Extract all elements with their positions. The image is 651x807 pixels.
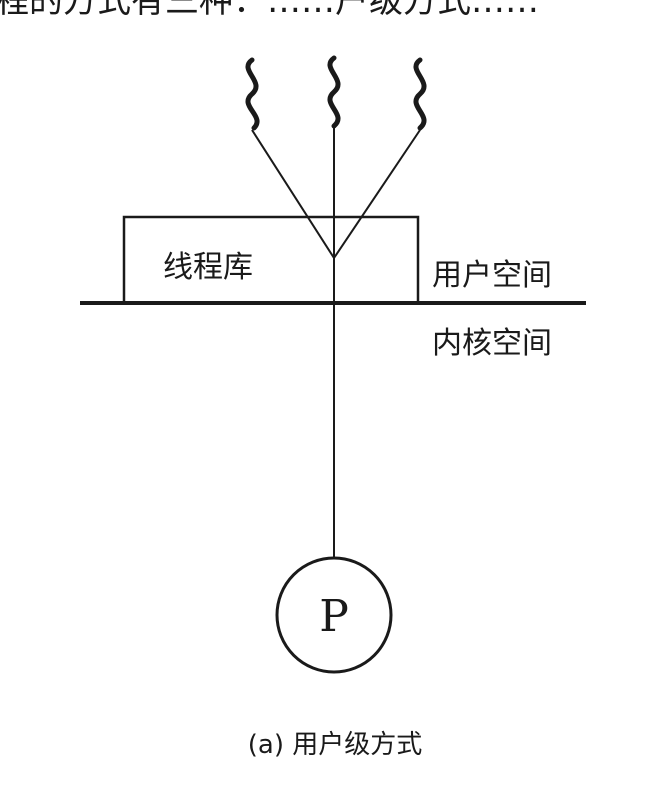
process-circle — [275, 556, 393, 674]
thread-wave-2 — [327, 55, 341, 129]
thread-wave-1 — [245, 57, 260, 131]
thread-line-1 — [251, 129, 335, 259]
cropped-top-text: 程的方式有三种：……户级方式…… — [0, 0, 539, 21]
kernel-space-label: 内核空间 — [432, 326, 552, 361]
process-label: P — [319, 591, 349, 642]
thread-line-3 — [333, 129, 421, 259]
thread-library-label: 线程库 — [163, 250, 253, 285]
thread-wave-3 — [413, 57, 427, 131]
figure-caption: (a) 用户级方式 — [248, 730, 423, 760]
user-space-label: 用户空间 — [432, 258, 552, 293]
